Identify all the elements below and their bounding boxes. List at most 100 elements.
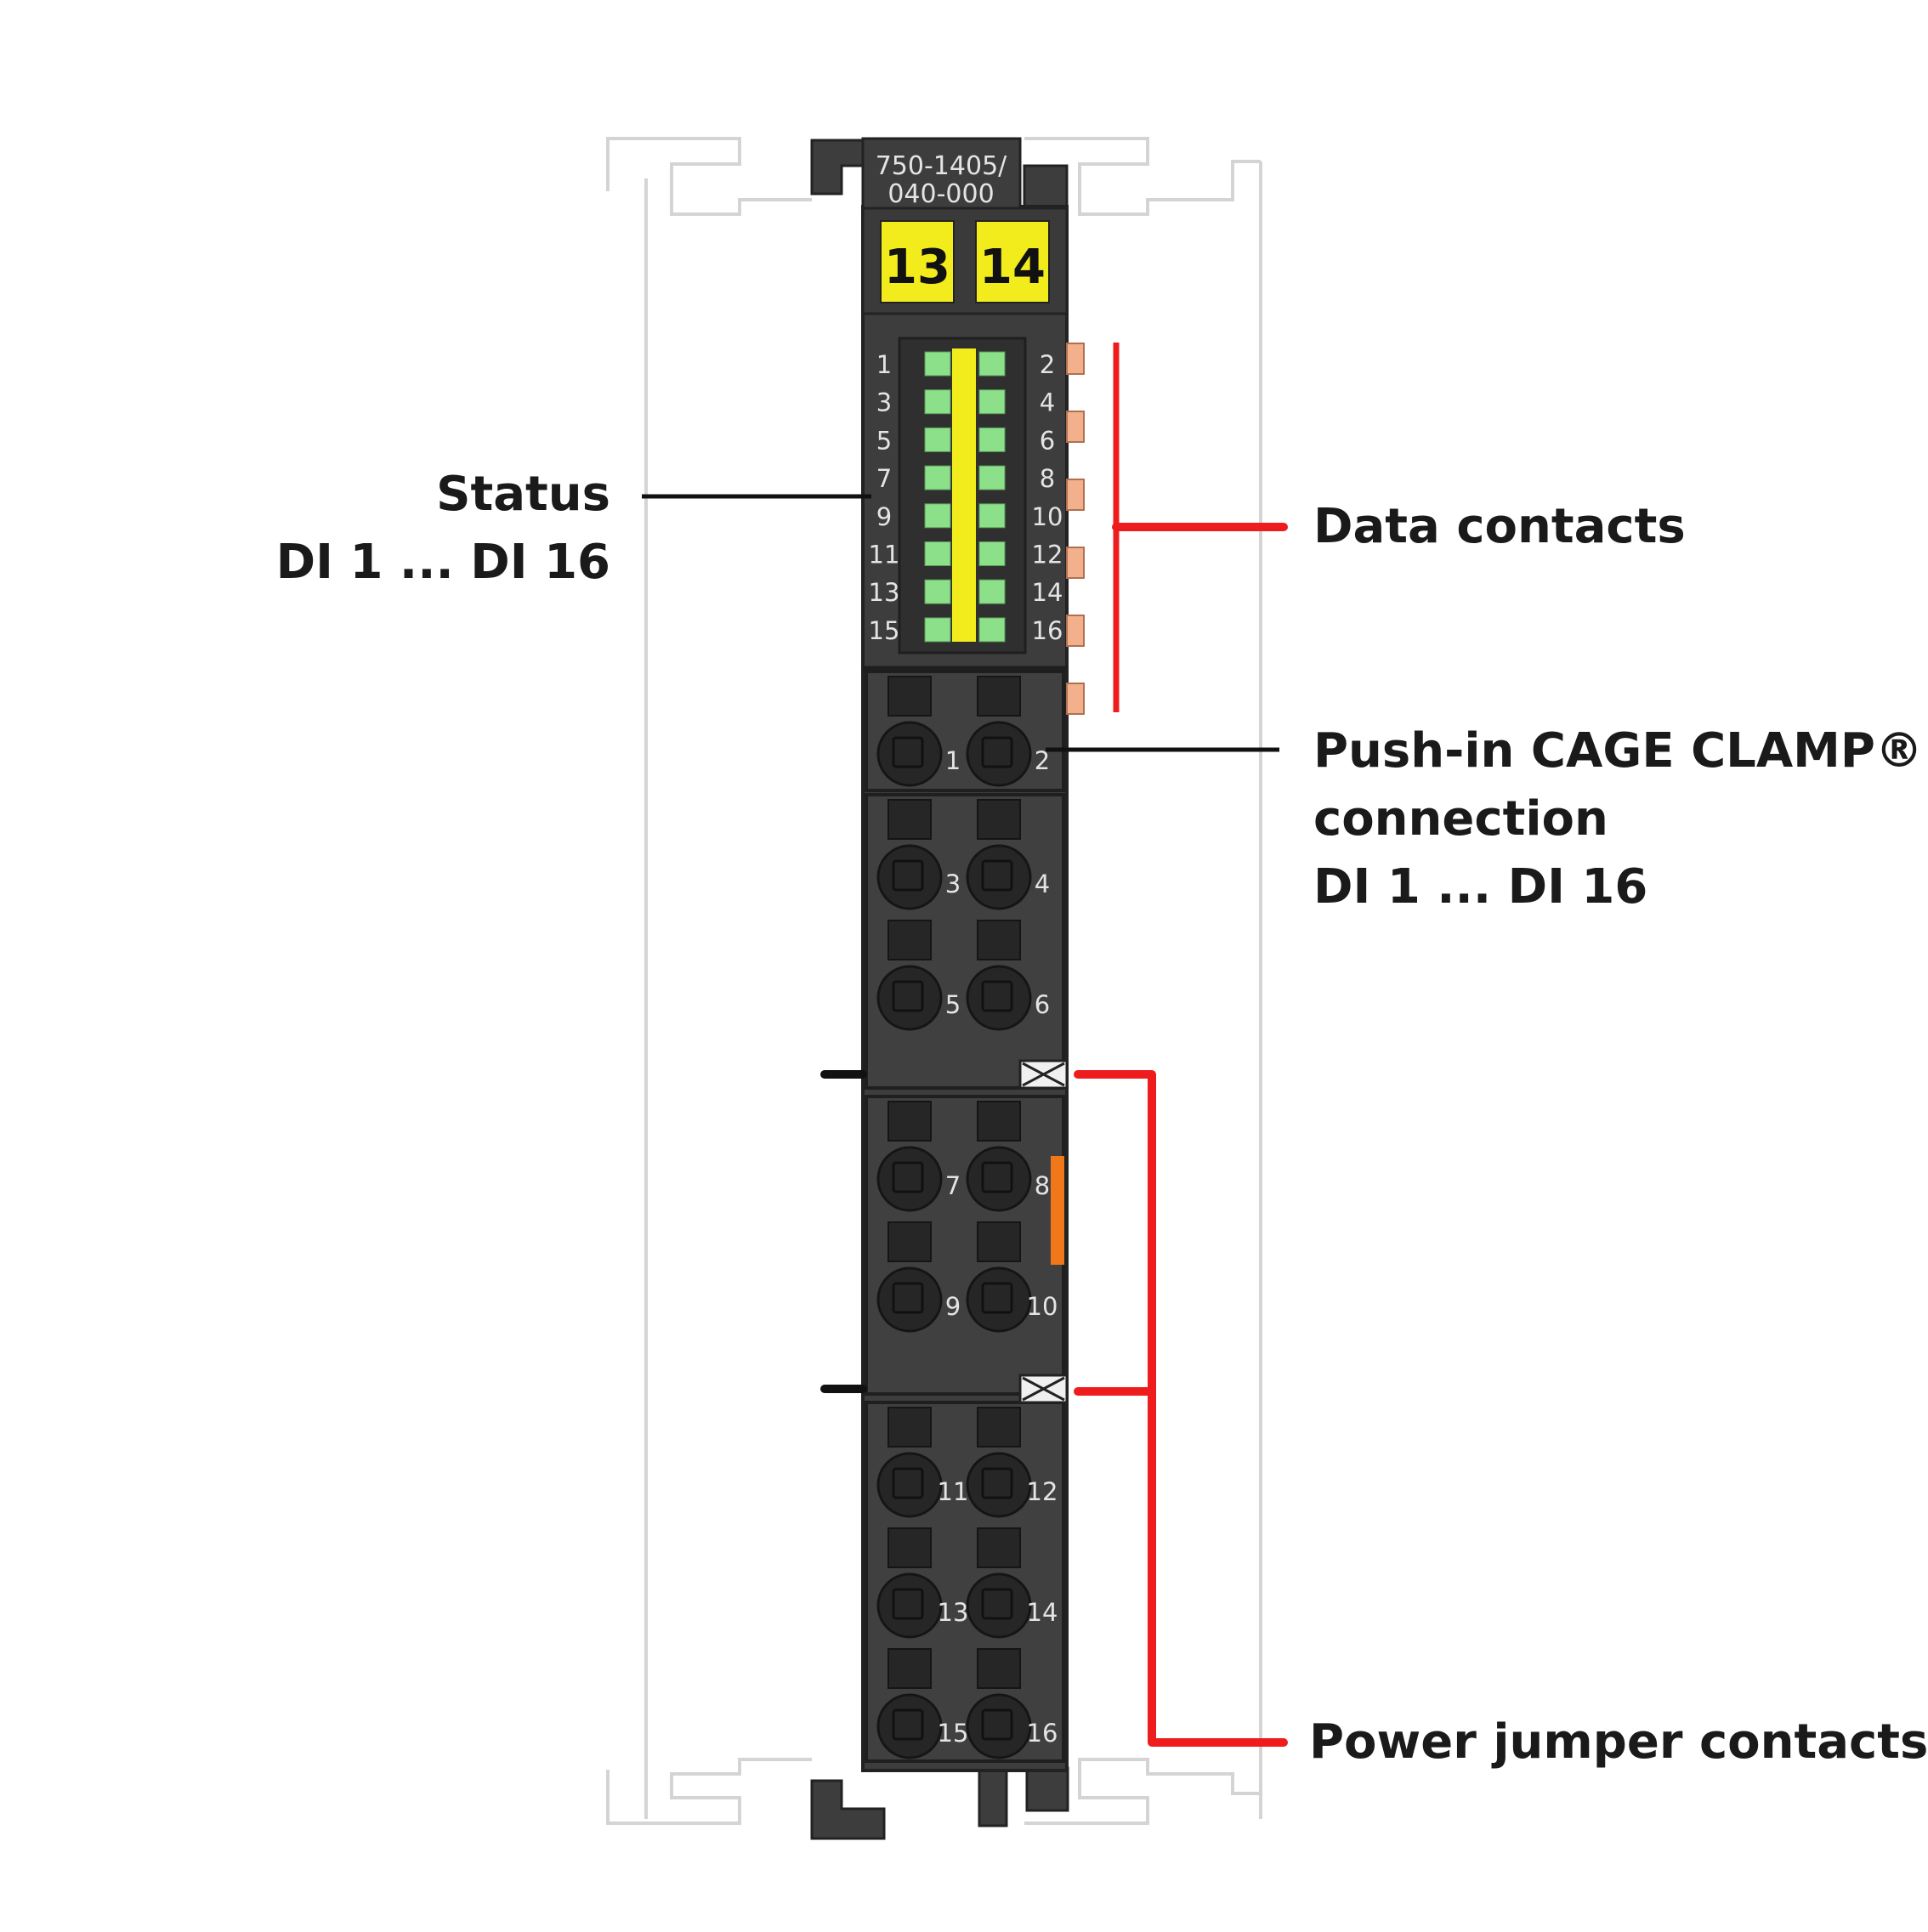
wire-entry[interactable] — [966, 721, 1032, 787]
wire-entry[interactable] — [876, 721, 943, 787]
status-led — [924, 465, 951, 490]
terminal-number: 5 — [945, 990, 961, 1019]
status-led — [978, 579, 1006, 604]
status-label-line1: Status — [436, 467, 610, 522]
terminal-number: 13 — [938, 1598, 969, 1627]
power-jumper-orange — [1051, 1156, 1064, 1265]
release-pusher[interactable] — [887, 1101, 932, 1142]
release-pusher[interactable] — [977, 799, 1021, 840]
terminal-number: 3 — [945, 870, 961, 898]
led-number-left: 11 — [869, 541, 900, 569]
status-led — [978, 617, 1006, 643]
wire-entry[interactable] — [966, 1693, 1032, 1759]
terminal-number: 7 — [945, 1171, 961, 1200]
wire-entry[interactable] — [876, 1693, 943, 1759]
wire-entry[interactable] — [876, 1572, 943, 1639]
release-pusher[interactable] — [887, 1407, 932, 1448]
marker-13-label: 13 — [884, 240, 950, 295]
led-number-left: 5 — [876, 426, 892, 455]
wire-entry[interactable] — [966, 844, 1032, 910]
wire-entry[interactable] — [966, 1572, 1032, 1639]
wire-entry-inner — [892, 1588, 924, 1620]
power-jumper-slot-1 — [1018, 1059, 1069, 1090]
release-pusher[interactable] — [977, 1407, 1021, 1448]
data-contact — [1066, 615, 1085, 647]
status-led — [978, 389, 1006, 415]
part-number-line1: 750-1405/ — [876, 151, 1007, 181]
terminal-number: 16 — [1027, 1719, 1058, 1748]
wire-entry[interactable] — [966, 965, 1032, 1031]
data-contact — [1066, 547, 1085, 579]
status-led — [978, 427, 1006, 452]
release-pusher[interactable] — [887, 1648, 932, 1689]
wire-entry-inner — [892, 1161, 924, 1193]
wire-entry-inner — [981, 859, 1013, 892]
wire-entry-inner — [981, 1282, 1013, 1314]
data-contact — [1066, 683, 1085, 715]
led-number-left: 7 — [876, 464, 892, 493]
led-number-right: 8 — [1040, 464, 1055, 493]
wire-entry[interactable] — [876, 1146, 943, 1212]
led-number-right: 12 — [1032, 541, 1063, 569]
led-number-left: 1 — [876, 350, 892, 379]
wire-entry[interactable] — [966, 1146, 1032, 1212]
wire-entry[interactable] — [876, 965, 943, 1031]
status-led — [924, 427, 951, 452]
marker-14-label: 14 — [979, 240, 1046, 295]
wire-entry-inner — [981, 980, 1013, 1012]
release-pusher[interactable] — [887, 920, 932, 960]
terminal-number: 12 — [1027, 1477, 1058, 1506]
terminal-number: 6 — [1035, 990, 1050, 1019]
marker-13 — [880, 220, 955, 303]
power-jumper-slot-2 — [1018, 1374, 1069, 1404]
release-pusher[interactable] — [887, 1221, 932, 1262]
release-pusher[interactable] — [977, 1648, 1021, 1689]
led-number-right: 14 — [1032, 578, 1063, 607]
terminal-number: 10 — [1027, 1292, 1058, 1321]
status-led — [978, 503, 1006, 529]
status-led — [924, 351, 951, 377]
status-label-line2: DI 1 ... DI 16 — [276, 535, 610, 590]
release-pusher[interactable] — [977, 1221, 1021, 1262]
data-contact — [1066, 343, 1085, 375]
status-led — [924, 579, 951, 604]
din-rail-outline — [606, 137, 1262, 1825]
wire-entry[interactable] — [876, 1266, 943, 1333]
led-number-left: 9 — [876, 502, 892, 531]
wire-entry[interactable] — [876, 844, 943, 910]
status-led — [924, 503, 951, 529]
wire-entry[interactable] — [966, 1266, 1032, 1333]
release-pusher[interactable] — [887, 799, 932, 840]
wire-entry-inner — [981, 1588, 1013, 1620]
wire-entry[interactable] — [966, 1452, 1032, 1518]
led-number-left: 3 — [876, 388, 892, 417]
wire-entry-inner — [892, 980, 924, 1012]
terminal-number: 4 — [1035, 870, 1050, 898]
led-number-right: 10 — [1032, 502, 1063, 531]
terminal-number: 15 — [938, 1719, 969, 1748]
bottom-latch — [810, 1766, 1069, 1840]
wire-entry[interactable] — [876, 1452, 943, 1518]
status-led — [924, 389, 951, 415]
status-led — [978, 541, 1006, 566]
release-pusher[interactable] — [977, 1101, 1021, 1142]
led-number-right: 2 — [1040, 350, 1055, 379]
marker-14 — [975, 220, 1050, 303]
data-contact — [1066, 479, 1085, 511]
release-pusher[interactable] — [977, 920, 1021, 960]
release-pusher[interactable] — [977, 676, 1021, 717]
terminal-number: 14 — [1027, 1598, 1058, 1627]
data-contacts — [1066, 343, 1085, 715]
release-pusher[interactable] — [887, 676, 932, 717]
led-number-right: 6 — [1040, 426, 1055, 455]
release-pusher[interactable] — [887, 1527, 932, 1568]
led-number-left: 15 — [869, 616, 900, 645]
status-leds — [924, 351, 1006, 643]
status-led — [978, 465, 1006, 490]
data-contacts-label: Data contacts — [1313, 499, 1686, 554]
release-pusher[interactable] — [977, 1527, 1021, 1568]
